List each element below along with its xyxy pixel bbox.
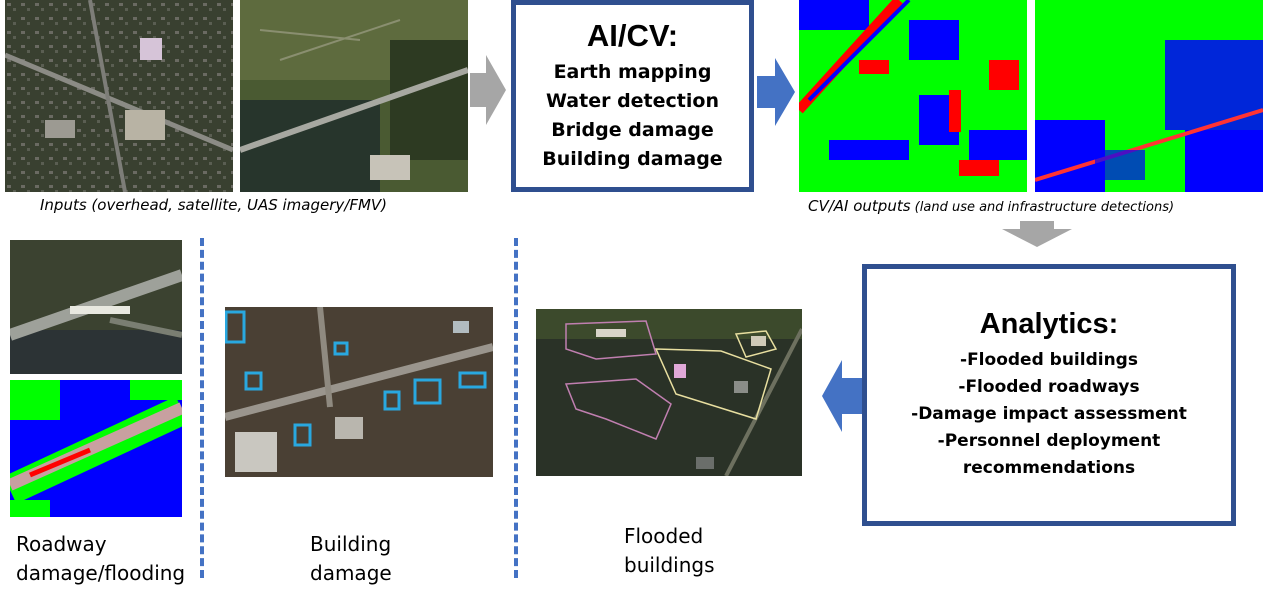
analytics-item: -Flooded roadways [958, 377, 1140, 397]
analytics-item: recommendations [962, 458, 1136, 478]
divider-line [200, 238, 204, 578]
ai-cv-item: Earth mapping [553, 61, 712, 83]
analytics-item: -Damage impact assessment [911, 404, 1187, 424]
ai-cv-title: AI/CV: [586, 18, 679, 53]
ai-cv-item: Building damage [542, 148, 723, 170]
flooded-caption: Flooded buildings [624, 522, 715, 580]
outputs-caption-detail: (land use and infrastructure detections) [910, 200, 1175, 215]
gray-right-arrow-icon [470, 55, 506, 125]
segmentation-output-flood [1035, 0, 1263, 192]
outputs-caption: CV/AI outputs (land use and infrastructu… [808, 196, 1174, 215]
building-caption-line: damage [310, 561, 392, 585]
satellite-image-flooded-bridge [240, 0, 468, 192]
roadway-caption-line: damage/flooding [16, 561, 186, 585]
flooded-buildings-image [536, 309, 802, 476]
ai-cv-box: AI/CV: Earth mapping Water detection Bri… [511, 0, 754, 192]
building-caption: Building damage [310, 530, 392, 588]
blue-right-arrow-icon [757, 58, 795, 126]
roadway-caption: Roadway damage/flooding [16, 530, 185, 588]
building-damage-image [225, 307, 493, 477]
building-caption-line: Building [310, 532, 392, 556]
analytics-item: -Flooded buildings [960, 350, 1138, 370]
analytics-title: Analytics: [979, 308, 1119, 340]
segmentation-output-urban [799, 0, 1027, 192]
gray-down-arrow-icon [1002, 221, 1072, 247]
roadway-caption-line: Roadway [16, 532, 107, 556]
analytics-item: -Personnel deployment [937, 431, 1161, 451]
ai-cv-item: Water detection [546, 90, 719, 112]
flooded-caption-line: buildings [624, 553, 715, 577]
outputs-caption-main: CV/AI outputs [808, 197, 911, 215]
ai-cv-item: Bridge damage [551, 119, 714, 141]
roadway-segmentation-image [10, 380, 182, 517]
analytics-box: Analytics: -Flooded buildings -Flooded r… [862, 264, 1236, 526]
flooded-caption-line: Flooded [624, 524, 704, 548]
blue-left-arrow-icon [822, 360, 862, 432]
roadway-aerial-image [10, 240, 182, 374]
satellite-image-urban [5, 0, 233, 192]
divider-line [514, 238, 518, 578]
inputs-caption: Inputs (overhead, satellite, UAS imagery… [40, 196, 388, 214]
